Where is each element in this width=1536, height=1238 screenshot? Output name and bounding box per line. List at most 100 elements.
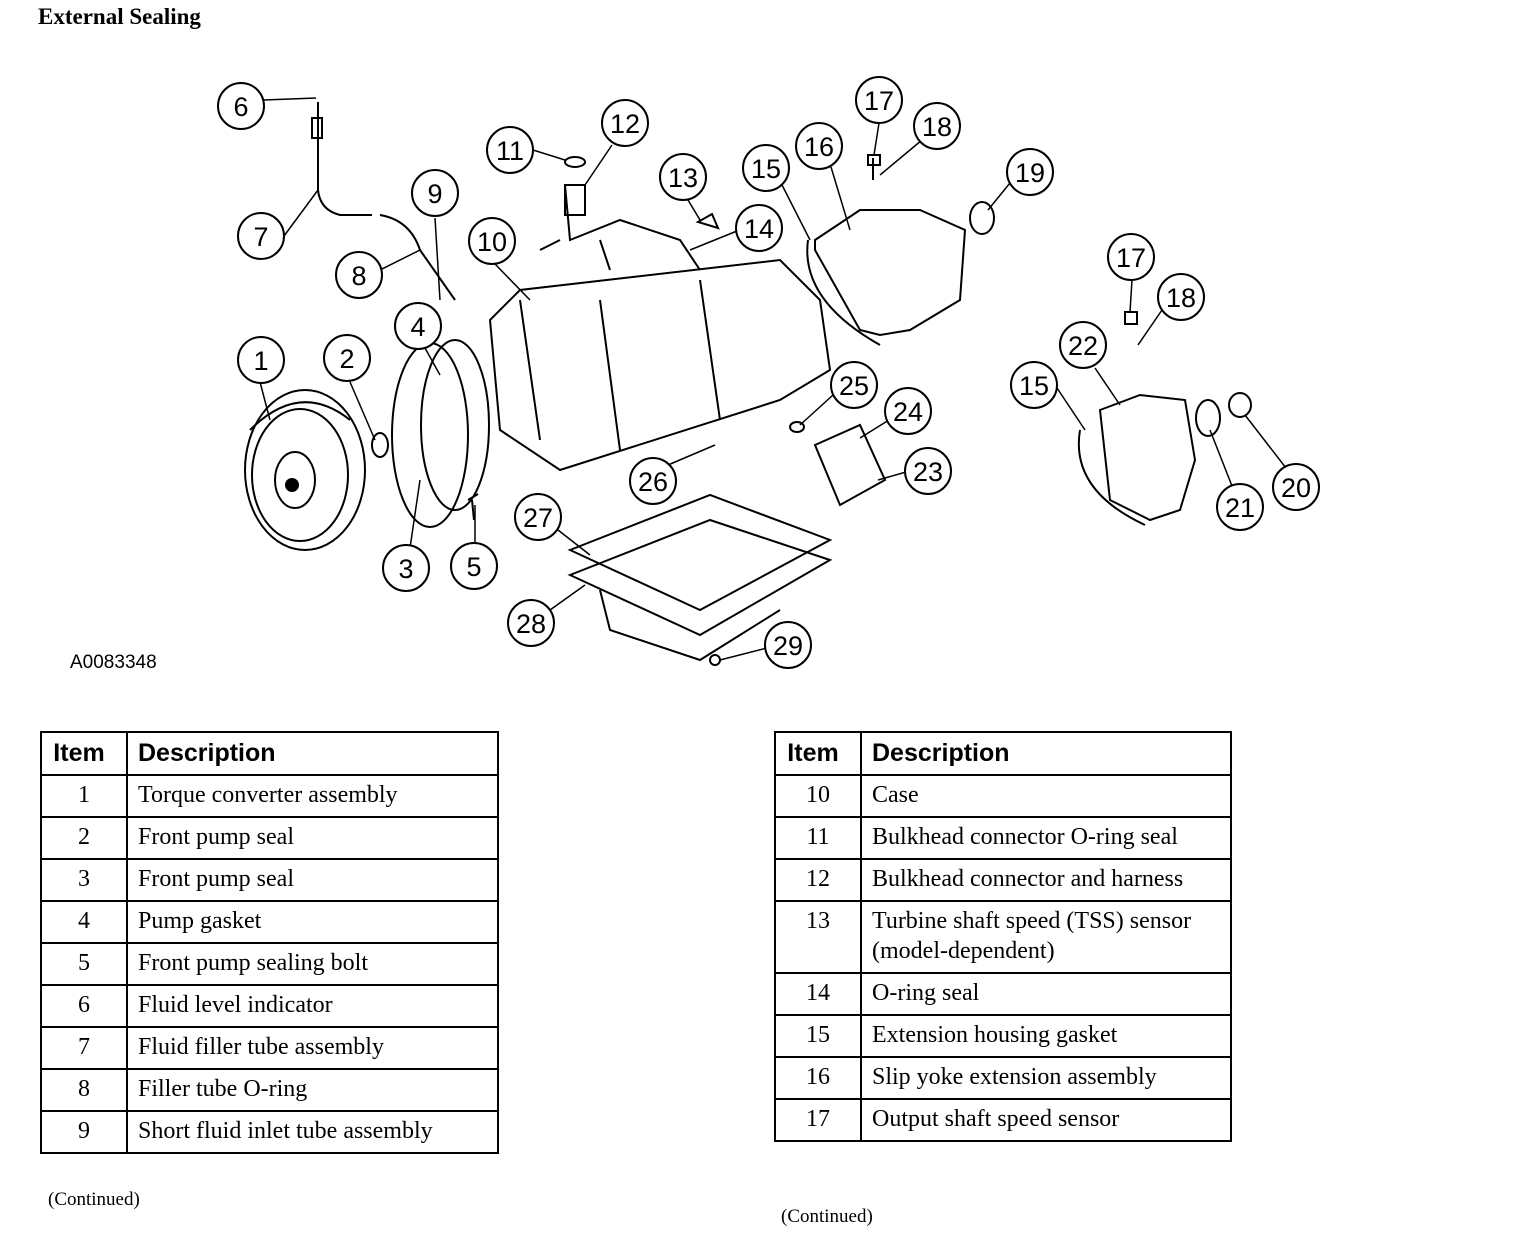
item-number: 1 xyxy=(40,774,128,818)
callout-27: 27 xyxy=(514,493,562,541)
item-description: Slip yoke extension assembly xyxy=(860,1056,1232,1100)
figure-code: A0083348 xyxy=(70,652,157,673)
item-number: 6 xyxy=(40,984,128,1028)
callout-label: 26 xyxy=(638,467,668,497)
seal-19-drawing xyxy=(969,201,995,235)
item-number: 13 xyxy=(774,900,862,974)
item-description: Fluid filler tube assembly xyxy=(126,1026,499,1070)
callout-9: 9 xyxy=(411,169,459,217)
callout-6: 6 xyxy=(217,82,265,130)
callout-label: 9 xyxy=(427,179,442,209)
item-description: Pump gasket xyxy=(126,900,499,944)
continued-note-right: (Continued) xyxy=(781,1206,873,1227)
item-description: Front pump sealing bolt xyxy=(126,942,499,986)
callout-label: 10 xyxy=(477,227,507,257)
tss-sensor-drawing xyxy=(695,212,720,230)
item-number: 5 xyxy=(40,942,128,986)
column-header-description: Description xyxy=(126,731,499,776)
callout-3: 3 xyxy=(382,544,430,592)
callout-7: 7 xyxy=(237,212,285,260)
column-header-description: Description xyxy=(860,731,1232,776)
callout-8: 8 xyxy=(335,251,383,299)
item-number: 4 xyxy=(40,900,128,944)
item-number: 16 xyxy=(774,1056,862,1100)
callout-label: 17 xyxy=(1116,243,1146,273)
bolt-drawing xyxy=(467,493,479,521)
continued-note-left: (Continued) xyxy=(48,1189,140,1210)
callout-17: 17 xyxy=(1107,233,1155,281)
callout-22: 22 xyxy=(1059,321,1107,369)
callout-label: 1 xyxy=(253,346,268,376)
extension-housing-drawing xyxy=(814,209,967,337)
item-number: 9 xyxy=(40,1110,128,1154)
item-number: 12 xyxy=(774,858,862,902)
item-description: Torque converter assembly xyxy=(126,774,499,818)
callout-21: 21 xyxy=(1216,483,1264,531)
callout-14: 14 xyxy=(735,204,783,252)
inlet-tube-drawing xyxy=(379,214,456,301)
callout-label: 3 xyxy=(398,554,413,584)
item-number: 10 xyxy=(774,774,862,818)
callout-18: 18 xyxy=(1157,273,1205,321)
item-number: 14 xyxy=(774,972,862,1016)
callout-25: 25 xyxy=(830,361,878,409)
column-header-item: Item xyxy=(774,731,862,776)
item-description: Short fluid inlet tube assembly xyxy=(126,1110,499,1154)
callout-24: 24 xyxy=(884,387,932,435)
callout-label: 21 xyxy=(1225,493,1255,523)
callout-label: 14 xyxy=(744,214,774,244)
callout-15: 15 xyxy=(742,144,790,192)
callout-label: 29 xyxy=(773,631,803,661)
callout-5: 5 xyxy=(450,542,498,590)
case-drawing xyxy=(488,258,832,472)
item-number: 2 xyxy=(40,816,128,860)
callout-label: 15 xyxy=(751,154,781,184)
callout-10: 10 xyxy=(468,217,516,265)
callout-label: 5 xyxy=(466,552,481,582)
callout-label: 19 xyxy=(1015,158,1045,188)
callout-2: 2 xyxy=(323,334,371,382)
callout-23: 23 xyxy=(904,447,952,495)
item-number: 3 xyxy=(40,858,128,902)
gasket-3-drawing xyxy=(391,342,469,528)
item-number: 15 xyxy=(774,1014,862,1058)
callout-label: 27 xyxy=(523,503,553,533)
callout-label: 4 xyxy=(410,312,425,342)
filler-tube-drawing xyxy=(317,102,372,216)
callout-29: 29 xyxy=(764,621,812,669)
callout-label: 6 xyxy=(233,92,248,122)
callout-label: 28 xyxy=(516,609,546,639)
callout-15: 15 xyxy=(1010,361,1058,409)
item-number: 7 xyxy=(40,1026,128,1070)
seal-20-drawing xyxy=(1228,392,1252,418)
item-description: Output shaft speed sensor xyxy=(860,1098,1232,1142)
callout-label: 25 xyxy=(839,371,869,401)
harness-drawing xyxy=(539,184,701,271)
item-number: 8 xyxy=(40,1068,128,1112)
item-description: Filler tube O-ring xyxy=(126,1068,499,1112)
callout-26: 26 xyxy=(629,457,677,505)
callout-label: 18 xyxy=(922,112,952,142)
callout-label: 7 xyxy=(253,222,268,252)
callout-18: 18 xyxy=(913,102,961,150)
page-title: External Sealing xyxy=(38,4,201,29)
bulkhead-oring-drawing xyxy=(564,156,586,168)
callout-12: 12 xyxy=(601,99,649,147)
callout-13: 13 xyxy=(659,153,707,201)
item-description: Case xyxy=(860,774,1232,818)
callout-11: 11 xyxy=(486,126,534,174)
callout-label: 16 xyxy=(804,132,834,162)
